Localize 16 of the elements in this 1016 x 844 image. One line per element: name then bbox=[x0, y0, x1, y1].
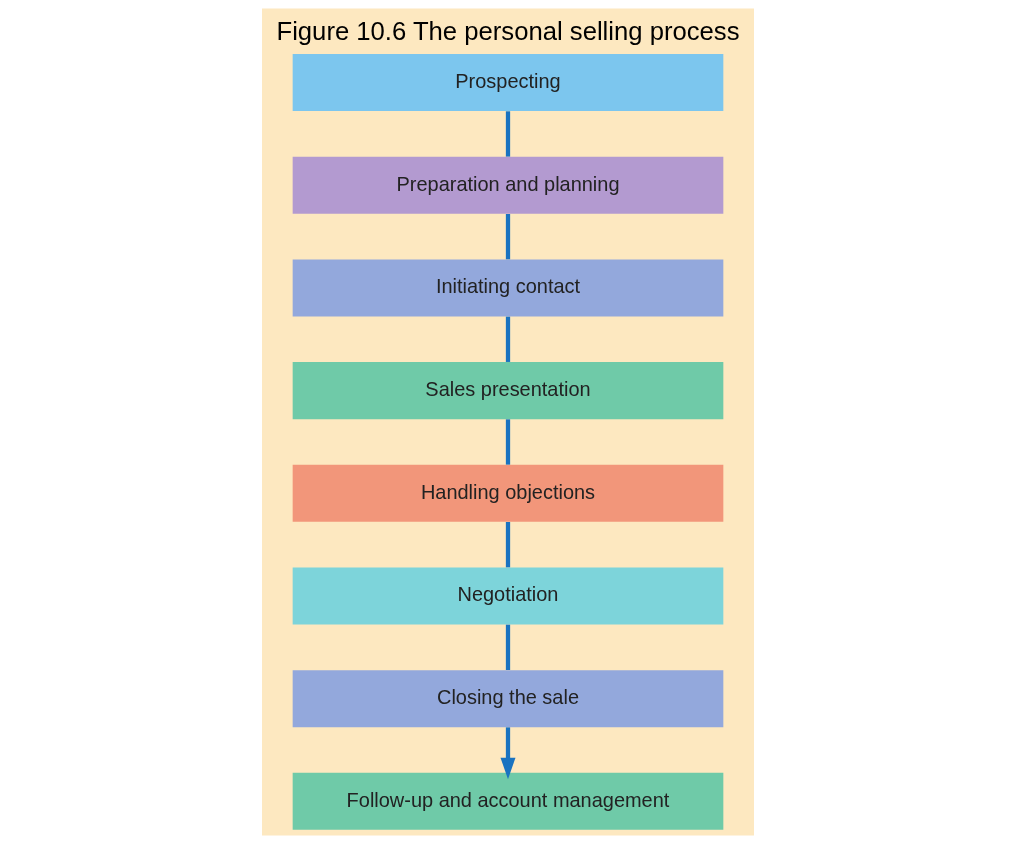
node-box: Handling objections bbox=[292, 464, 724, 522]
arrow bbox=[500, 727, 516, 780]
node-box: Preparation and planning bbox=[292, 156, 724, 214]
diagram-title: Figure 10.6 The personal selling process bbox=[276, 17, 740, 46]
node-box: Closing the sale bbox=[292, 670, 724, 728]
node-box: Prospecting bbox=[292, 54, 724, 112]
connector bbox=[505, 624, 511, 670]
connector bbox=[505, 214, 511, 260]
node-box: Negotiation bbox=[292, 567, 724, 625]
connector bbox=[505, 111, 511, 157]
node-box: Sales presentation bbox=[292, 362, 724, 420]
node-box: Initiating contact bbox=[292, 259, 724, 317]
connector bbox=[505, 316, 511, 362]
connector bbox=[505, 522, 511, 568]
node-box: Follow-up and account management bbox=[292, 772, 724, 830]
connector bbox=[505, 419, 511, 465]
